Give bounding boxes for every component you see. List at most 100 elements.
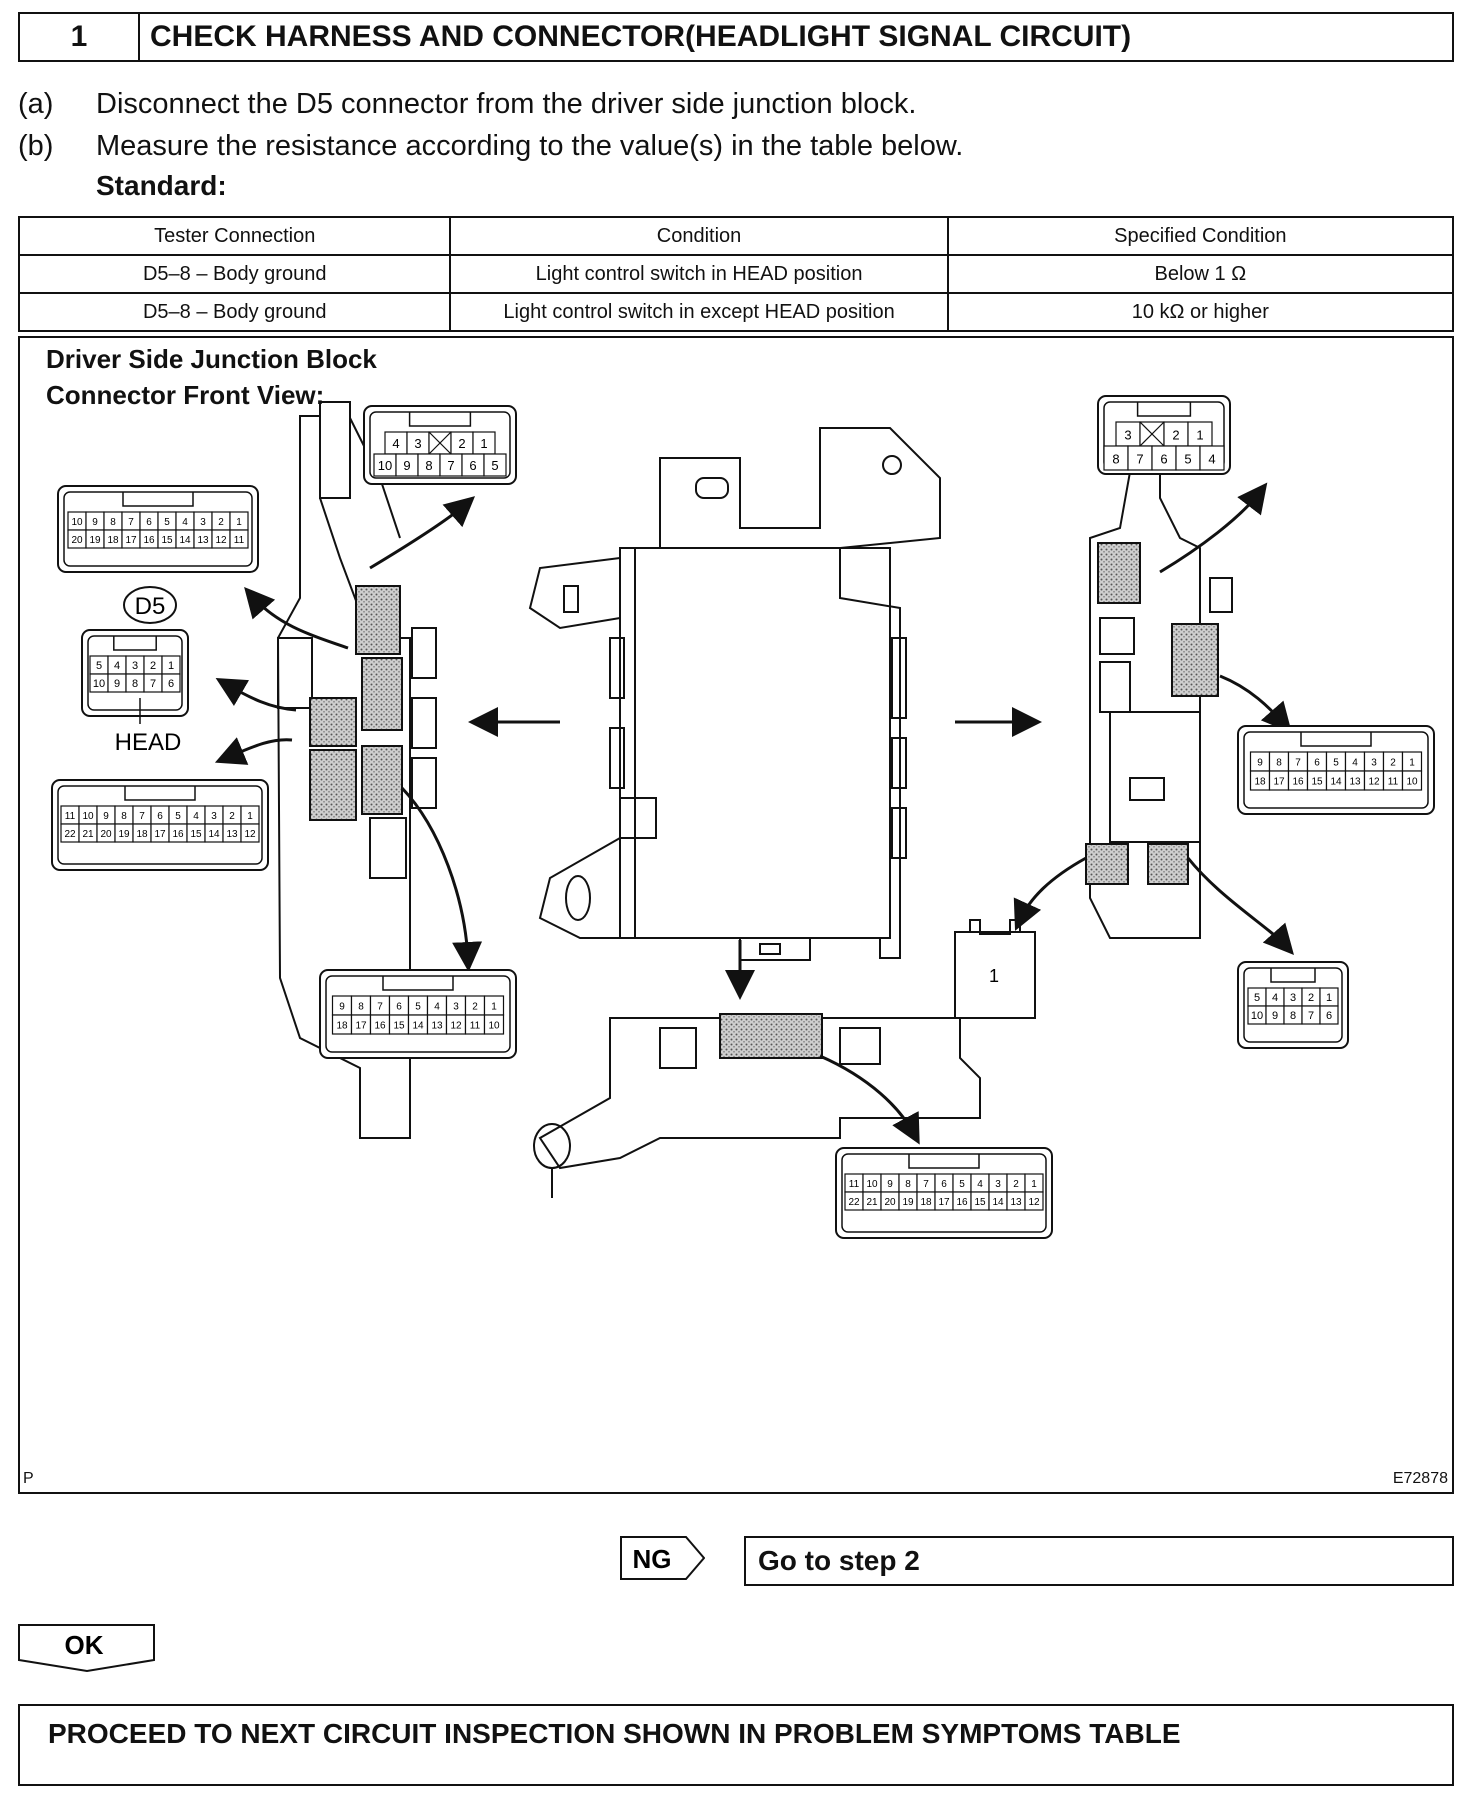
blank-pin-mark xyxy=(1139,421,1165,447)
pin-number: 15 xyxy=(190,829,202,840)
pin-number: 5 xyxy=(491,458,498,473)
pin-number: 5 xyxy=(1254,992,1260,1004)
pin-number: 16 xyxy=(172,829,184,840)
pin-number: 3 xyxy=(200,517,206,528)
pin-number: 4 xyxy=(193,811,199,822)
pin-number: 19 xyxy=(902,1197,914,1208)
pin-number: 1 xyxy=(491,1002,497,1013)
pin-number: 20 xyxy=(884,1197,896,1208)
pin-number: 7 xyxy=(128,517,134,528)
pin-number: 4 xyxy=(434,1002,440,1013)
pin-cell xyxy=(1319,1005,1339,1025)
pin-number: 3 xyxy=(1124,427,1131,442)
pin-number: 1 xyxy=(1409,758,1415,769)
pin-cell xyxy=(483,453,507,477)
instruction-label: (a) xyxy=(18,88,54,120)
instruction-a: (a) Disconnect the D5 connector from the… xyxy=(18,88,916,121)
pin-number: 1 xyxy=(247,811,253,822)
pin-number: 9 xyxy=(887,1179,893,1190)
pin-number: 14 xyxy=(179,535,191,546)
pin-number: 8 xyxy=(1112,451,1119,466)
pin-number: 6 xyxy=(168,678,174,690)
pin-number: 9 xyxy=(1272,1010,1278,1022)
bottom-junction-housing xyxy=(533,1013,981,1198)
pin-number: 22 xyxy=(848,1197,860,1208)
pin-number: 5 xyxy=(164,517,170,528)
pin-number: 13 xyxy=(197,535,209,546)
pin-number: 4 xyxy=(1208,451,1215,466)
pin-number: 4 xyxy=(1352,758,1358,769)
pin-cell xyxy=(161,673,181,693)
pin-number: 17 xyxy=(938,1197,950,1208)
ng-label: NG xyxy=(633,1544,672,1574)
pin-number: 10 xyxy=(1406,777,1418,788)
pin-number: 17 xyxy=(154,829,166,840)
pin-number: 8 xyxy=(1290,1010,1296,1022)
figure-corner-left: P xyxy=(23,1470,34,1487)
connector-arrows xyxy=(214,482,1294,1145)
pin-number: 2 xyxy=(1308,992,1314,1004)
pin-number: 10 xyxy=(93,678,105,690)
pin-number: 16 xyxy=(956,1197,968,1208)
col-header: Specified Condition xyxy=(946,216,1455,256)
pin-number: 8 xyxy=(121,811,127,822)
pin-number: 4 xyxy=(977,1179,983,1190)
pin-number: 16 xyxy=(143,535,155,546)
instruction-text: Measure the resistance according to the … xyxy=(96,130,964,162)
figure-id: E72878 xyxy=(1392,1470,1448,1487)
pin-number: 11 xyxy=(849,1179,860,1190)
pin-number: 5 xyxy=(1184,451,1191,466)
table-header-row: Tester Connection Condition Specified Co… xyxy=(17,216,1455,256)
pin-number: 17 xyxy=(1273,777,1285,788)
table-cell: Light control switch in HEAD position xyxy=(449,254,949,294)
table-row: D5–8 – Body ground Light control switch … xyxy=(17,292,1455,332)
pin-number: 20 xyxy=(71,535,83,546)
pin-number: 1 xyxy=(236,517,242,528)
pin-number: 8 xyxy=(110,517,116,528)
pin-number: 12 xyxy=(1028,1197,1040,1208)
figure-title-line2: Connector Front View: xyxy=(46,380,325,410)
pin-number: 14 xyxy=(1330,777,1342,788)
pin-number: 9 xyxy=(403,458,410,473)
pin-number: 6 xyxy=(1314,758,1320,769)
pin-number: 7 xyxy=(377,1002,383,1013)
pin-cell xyxy=(1199,445,1225,471)
head-terminal-label: HEAD xyxy=(115,729,182,756)
pin-number: 10 xyxy=(488,1021,500,1032)
pin-number: 6 xyxy=(146,517,152,528)
pin-number: 10 xyxy=(82,811,94,822)
pin-number: 9 xyxy=(339,1002,345,1013)
step-header: 1 CHECK HARNESS AND CONNECTOR(HEADLIGHT … xyxy=(18,12,1454,62)
pin-number: 2 xyxy=(458,436,465,451)
pin-number: 4 xyxy=(182,517,188,528)
pin-number: 4 xyxy=(1272,992,1278,1004)
ng-result-tag: NG xyxy=(620,1536,705,1580)
pin-number: 15 xyxy=(393,1021,405,1032)
pin-number: 4 xyxy=(392,436,399,451)
pin-cell xyxy=(1103,445,1129,471)
col-header: Tester Connection xyxy=(17,216,452,256)
pin-number: 10 xyxy=(866,1179,878,1190)
pin-number: 14 xyxy=(992,1197,1004,1208)
pin-number: 5 xyxy=(175,811,181,822)
step-title: CHECK HARNESS AND CONNECTOR(HEADLIGHT SI… xyxy=(150,20,1132,53)
pin-number: 1 xyxy=(480,436,487,451)
left-connector-sockets xyxy=(309,585,403,821)
pin-cell xyxy=(240,823,260,843)
pin-number: 7 xyxy=(1136,451,1143,466)
ok-result-tag: OK xyxy=(18,1624,155,1672)
pin-number: 6 xyxy=(469,458,476,473)
table-row: D5–8 – Body ground Light control switch … xyxy=(17,254,1455,294)
pin-number: 3 xyxy=(995,1179,1001,1190)
pin-number: 12 xyxy=(215,535,227,546)
pin-number: 1 xyxy=(1326,992,1332,1004)
pin-number: 7 xyxy=(923,1179,929,1190)
pin-number: 11 xyxy=(234,535,245,546)
